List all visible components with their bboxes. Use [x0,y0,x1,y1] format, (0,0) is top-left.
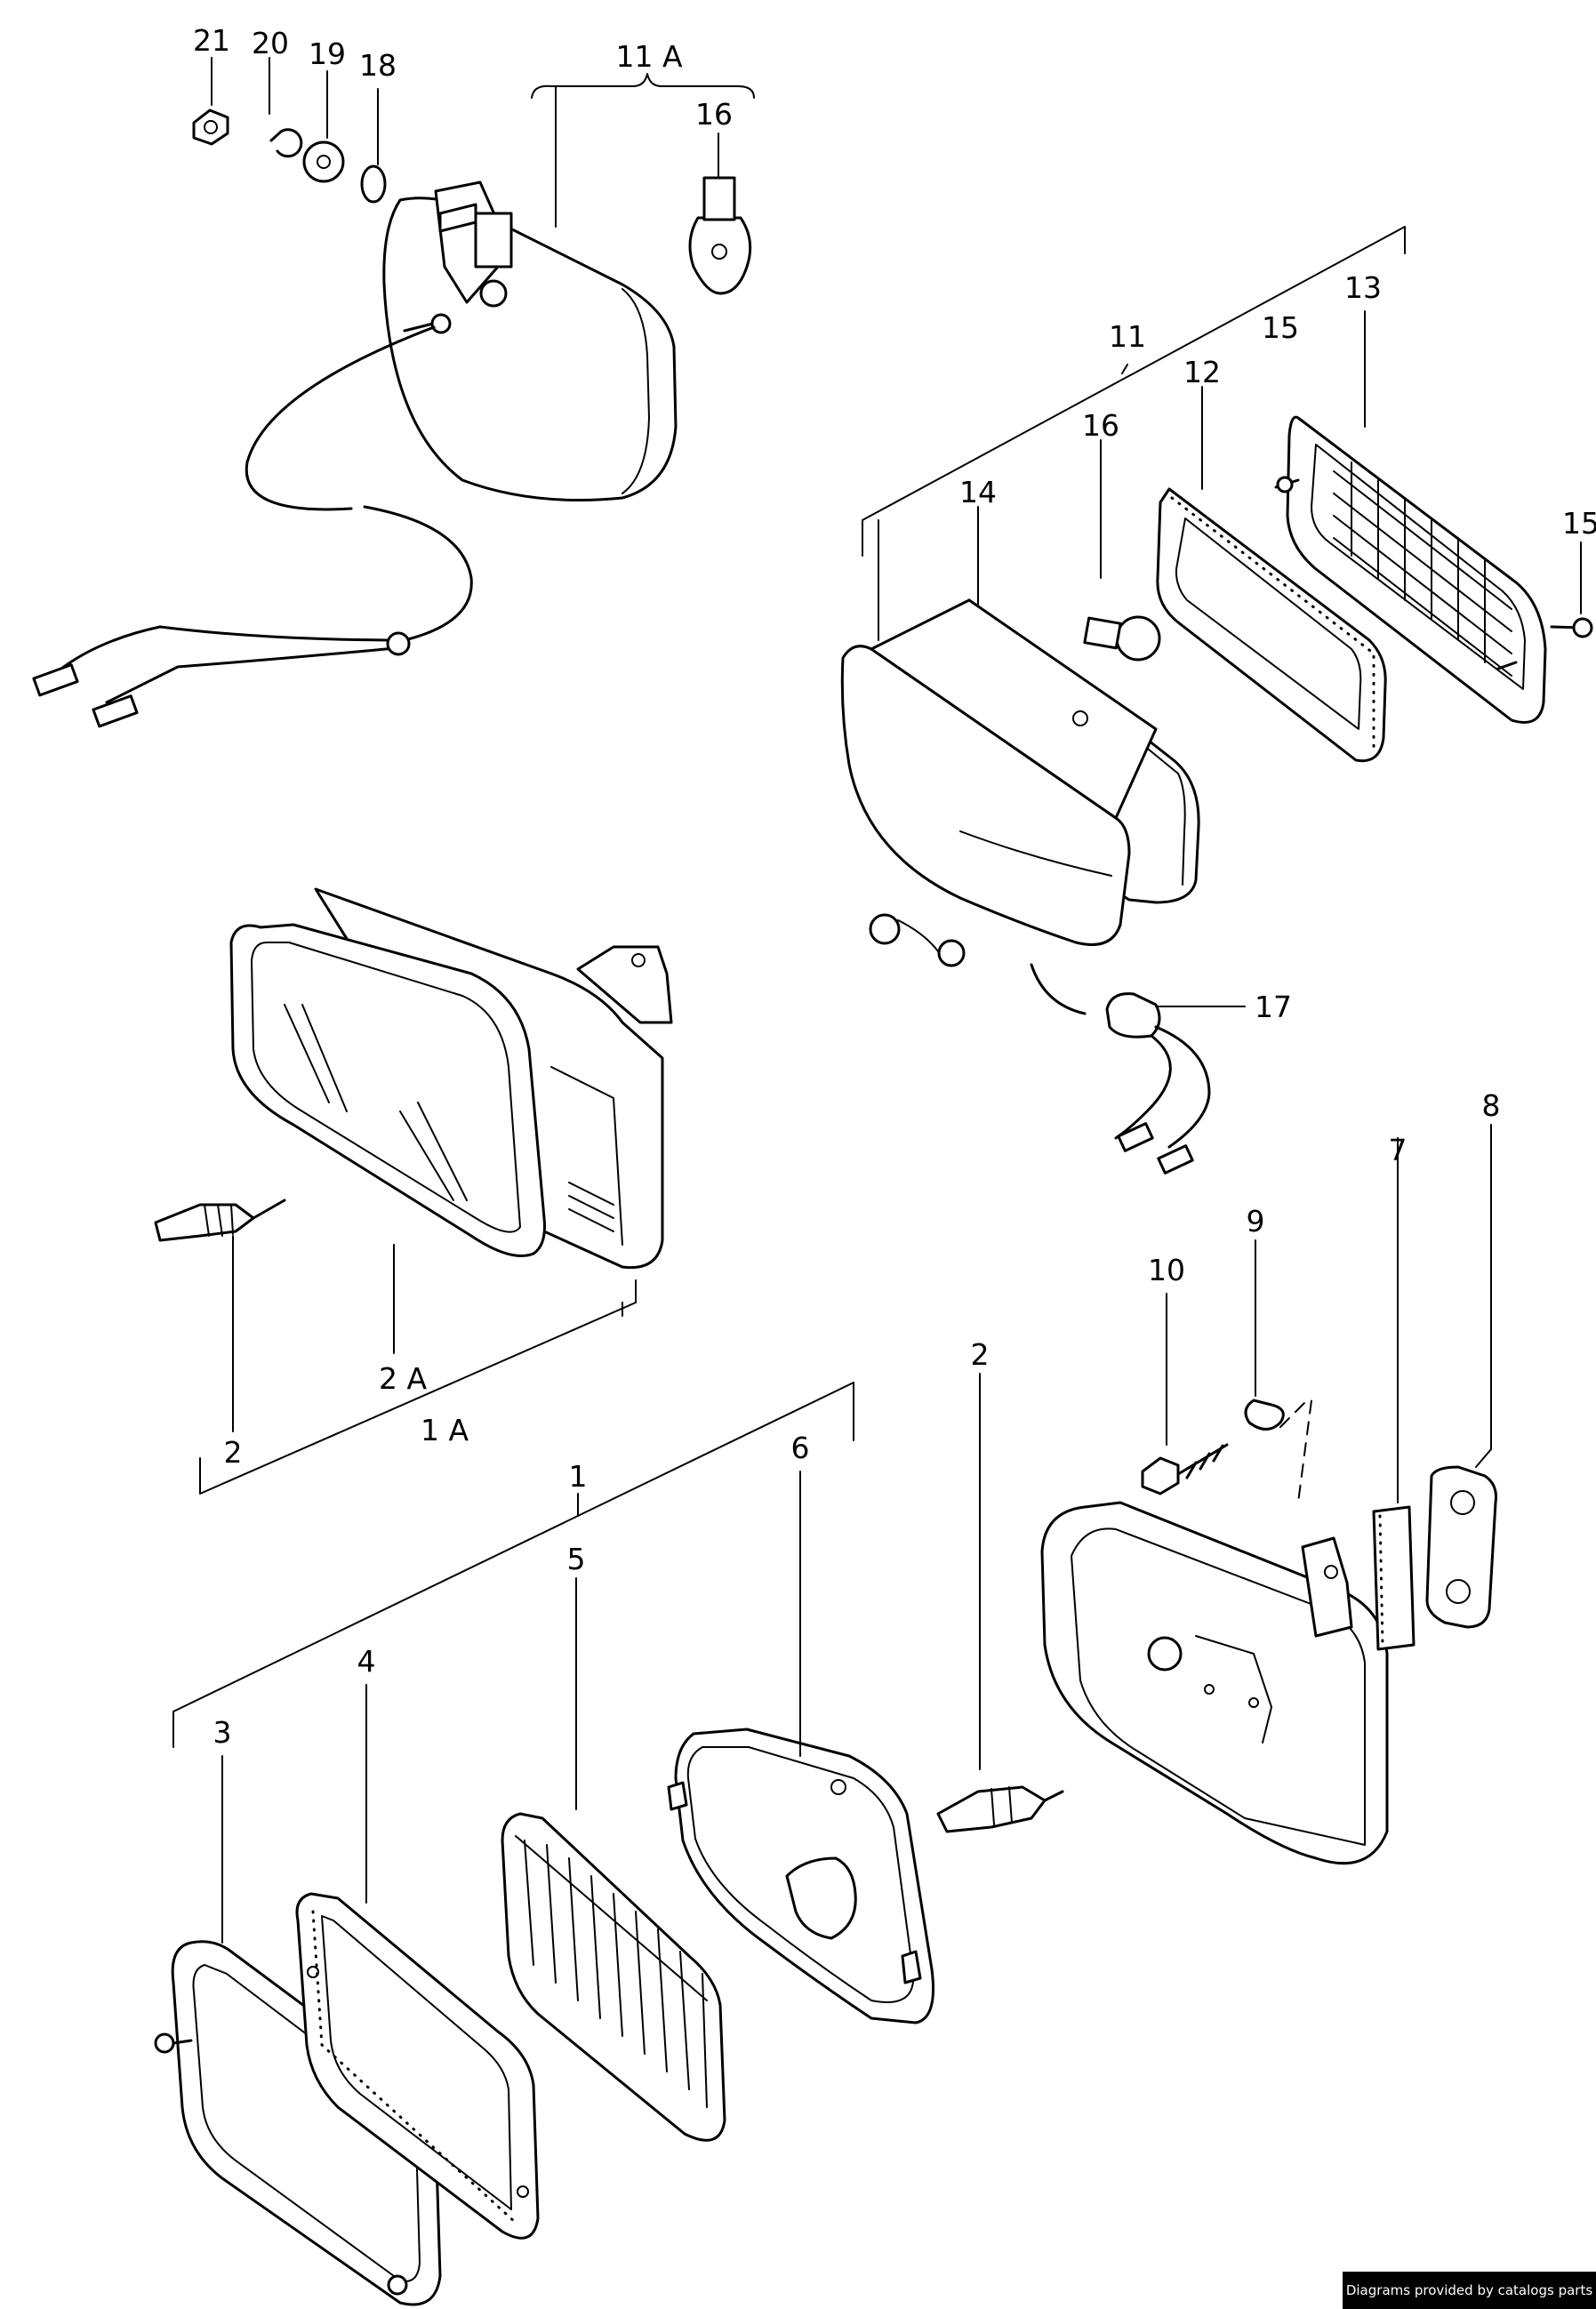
bulb-2-upper [154,1199,286,1242]
reflector-grille-5 [501,1812,726,2142]
callout-18: 18 [359,48,397,83]
screw-15-left [1274,476,1300,493]
callout-9: 9 [1247,1204,1265,1239]
small-lamp-11a [32,180,678,728]
callout-16-right: 16 [1082,408,1119,443]
callout-8: 8 [1482,1088,1501,1123]
gasket-plate-7 [1372,1505,1416,1651]
leader-lines [172,57,1582,1944]
lens-13 [1286,415,1547,724]
screw-15-right [1496,617,1593,670]
callout-15-right: 15 [1562,506,1596,541]
callout-11a: 11 A [615,39,682,74]
callout-15-top: 15 [1262,310,1299,345]
clip-9 [1244,1399,1285,1431]
callout-7: 7 [1389,1133,1408,1167]
callout-1a: 1 A [421,1413,469,1447]
callout-14: 14 [959,475,997,509]
gasket-12 [1156,487,1387,763]
callout-labels: 21 20 19 18 11 A 16 11 15 13 12 16 14 15… [193,23,1596,1750]
spring-washer-20 [269,128,303,158]
lamp-housing-14 [840,598,1200,967]
washer-19 [302,140,345,183]
bracket-8 [1425,1465,1497,1629]
lamp-assembly-1a [229,887,673,1270]
callout-4: 4 [357,1644,376,1679]
callout-12: 12 [1183,355,1221,389]
bulb-16-right [1083,615,1161,661]
bulb-2-lower [936,1785,1064,1833]
callout-5: 5 [567,1542,586,1576]
callout-11: 11 [1109,319,1146,354]
bulb-16-top [688,176,752,295]
callout-16-top: 16 [695,97,733,132]
callout-21: 21 [193,23,230,58]
callout-2a: 2 A [379,1361,427,1396]
callout-2-rear: 2 [971,1337,990,1372]
screw-10 [1141,1443,1229,1495]
credit-badge: Diagrams provided by catalogs parts [1343,2272,1596,2309]
callout-1: 1 [569,1459,588,1494]
rim-3 [154,1940,442,2306]
nut-21 [192,108,229,146]
callout-19: 19 [309,36,346,71]
callout-6: 6 [791,1431,810,1465]
gasket-4 [295,1892,540,2240]
callout-10: 10 [1148,1253,1185,1287]
callout-20: 20 [252,26,289,60]
housing [1040,1501,1389,1865]
callout-13: 13 [1344,270,1382,305]
callout-2-upper: 2 [224,1435,243,1470]
reflector-insert-6 [667,1728,935,2024]
callout-17: 17 [1255,990,1292,1024]
callout-3: 3 [213,1715,232,1750]
seal-ring-18 [360,164,387,204]
bulb-holder-17 [1030,963,1211,1175]
